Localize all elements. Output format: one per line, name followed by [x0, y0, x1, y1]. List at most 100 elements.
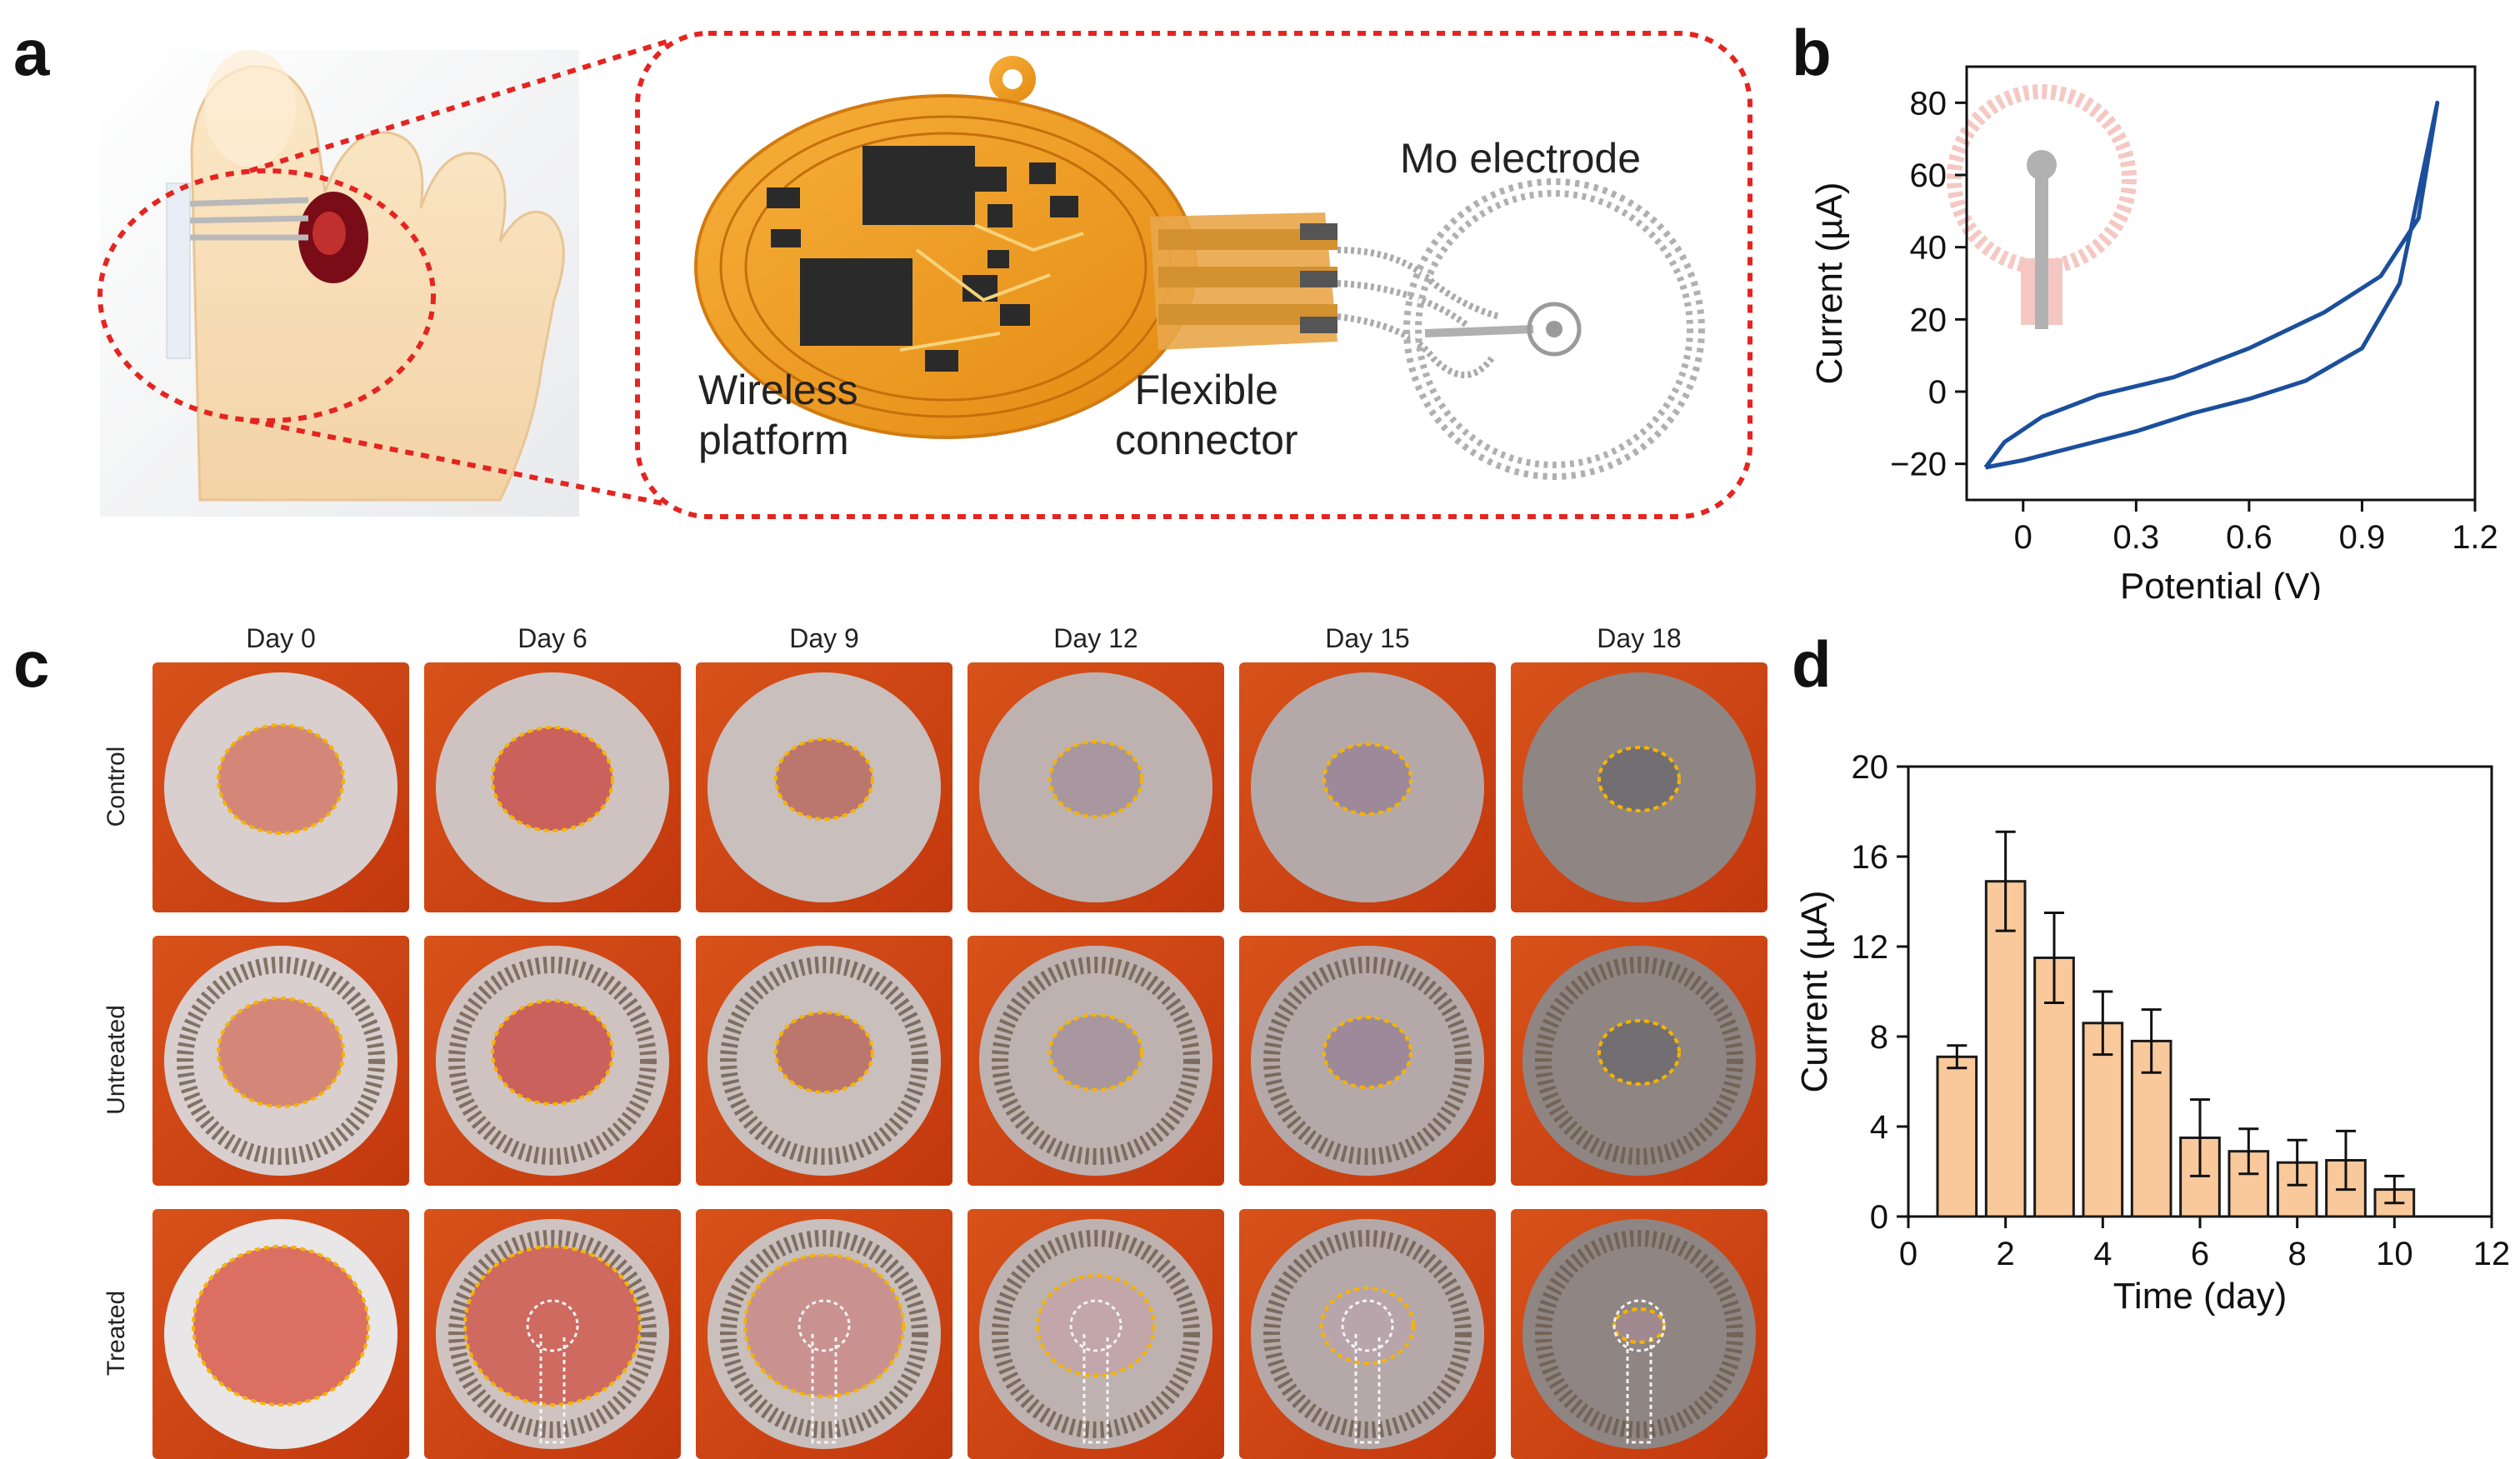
wound-photo-tile [968, 1209, 1224, 1459]
x-tick-label: 4 [2093, 1236, 2112, 1272]
mo-electrode-label: Mo electrode [1400, 135, 1642, 182]
wound-photo-tile [424, 1209, 681, 1459]
electrode-center-outline [1612, 1299, 1666, 1352]
wound-photo [1522, 1219, 1756, 1449]
x-tick-label: 0.3 [2113, 519, 2160, 556]
wound-photo [164, 1219, 398, 1449]
wound-photo-tile [696, 936, 952, 1186]
wireless-platform-label-line2: platform [698, 417, 849, 463]
wound-outline [491, 999, 614, 1106]
y-tick-label: 16 [1852, 839, 1889, 876]
x-tick-label: 0.9 [2339, 519, 2386, 556]
wound-area [1599, 747, 1679, 811]
wound-outline [491, 726, 614, 832]
flexible-connector-label-line1: Flexible [1134, 367, 1278, 413]
wound-outline [1048, 1013, 1143, 1092]
wound-photo-tile [968, 936, 1224, 1186]
x-tick-label: 2 [1997, 1236, 2015, 1272]
y-tick-label: 40 [1910, 230, 1948, 267]
day-label: Day 0 [246, 623, 316, 653]
y-tick-label: −20 [1890, 447, 1947, 483]
electrode-ring [1263, 957, 1472, 1165]
x-axis-label: Time (day) [2113, 1276, 2288, 1317]
flexible-connector-label-line2: connector [1115, 417, 1298, 463]
wound-area [1050, 742, 1142, 817]
row-label: Untreated [102, 1005, 130, 1115]
wound-photo [1251, 1219, 1484, 1449]
wound-photo [436, 672, 669, 902]
cv-curve-series [1983, 100, 2440, 470]
electrode-ring [448, 957, 657, 1165]
wound-outline [217, 997, 345, 1108]
wound-outline [1320, 1287, 1415, 1365]
panel-letter-d: d [1792, 627, 1832, 701]
wound-outline [1598, 1019, 1681, 1086]
wound-area [1322, 1288, 1413, 1363]
wound-photo [436, 1219, 669, 1449]
wound-outline [1048, 740, 1143, 818]
electrode-ring [720, 957, 928, 1165]
wound-area [218, 998, 343, 1107]
y-tick-label: 0 [1928, 374, 1947, 411]
wireless-platform-label-line1: Wireless [698, 367, 858, 413]
day-label: Day 6 [518, 623, 588, 653]
wound-area [492, 1001, 612, 1104]
wound-area [745, 1255, 903, 1397]
wound-photo [979, 1219, 1212, 1449]
wound-photo-tile [1511, 662, 1768, 912]
wound-photo-tile [968, 662, 1224, 912]
wound-outline [1322, 1016, 1412, 1089]
y-tick-label: 60 [1910, 157, 1948, 194]
wound-outline [743, 1253, 905, 1398]
wound-area [1599, 1021, 1679, 1084]
wound-photo-tile [1239, 662, 1496, 912]
wound-area [465, 1247, 640, 1405]
bar [1936, 1055, 1978, 1218]
wound-photo-tile [424, 662, 681, 912]
day-label: Day 9 [789, 623, 859, 653]
electrode-ring [992, 957, 1200, 1165]
wound-photo [1522, 672, 1756, 902]
wound-area [776, 739, 872, 819]
wound-outline [1598, 746, 1681, 812]
wound-area [218, 725, 343, 833]
device-illustration [694, 56, 1705, 480]
y-tick-label: 80 [1910, 85, 1948, 122]
wound-area [776, 1012, 872, 1092]
wound-area [1038, 1276, 1154, 1376]
electrode-center-outline [1069, 1299, 1122, 1352]
wound-photo-tile [1511, 936, 1768, 1186]
wound-area [492, 727, 612, 831]
wound-photo [708, 672, 941, 902]
wound-photo [164, 946, 398, 1176]
wound-area [1324, 1017, 1411, 1087]
day-label: Day 18 [1597, 623, 1682, 653]
foot-illustration [166, 50, 565, 502]
cv-plot-frame [1965, 65, 2477, 502]
wound-photo [979, 946, 1212, 1176]
wireless-platform-label: Wireless platform [698, 365, 858, 465]
wound-area [1614, 1309, 1664, 1342]
wound-area [1050, 1015, 1142, 1090]
panel-letter-c: c [13, 627, 50, 701]
flexible-connector-label: Flexible connector [1115, 365, 1298, 465]
y-tick-label: 8 [1870, 1019, 1888, 1056]
wound-photo [979, 672, 1212, 902]
wound-outline [774, 737, 874, 821]
electrode-center-outline [1341, 1299, 1394, 1352]
wound-photo-tile [152, 1209, 409, 1459]
wound-photo [164, 672, 398, 902]
panel-letter-a: a [13, 16, 50, 89]
row-label: Control [102, 746, 130, 827]
day-label: Day 15 [1325, 623, 1410, 653]
x-tick-label: 12 [2473, 1236, 2508, 1272]
panel-letter-b: b [1792, 16, 1832, 89]
wound-outline [774, 1011, 874, 1094]
y-tick-label: 0 [1870, 1199, 1888, 1236]
wound-photo-tile [696, 1209, 952, 1459]
wound-photo-tile [1239, 1209, 1496, 1459]
wound-photo-tile [152, 936, 409, 1186]
x-tick-label: 0 [1899, 1236, 1918, 1272]
x-tick-label: 6 [2191, 1236, 2209, 1272]
